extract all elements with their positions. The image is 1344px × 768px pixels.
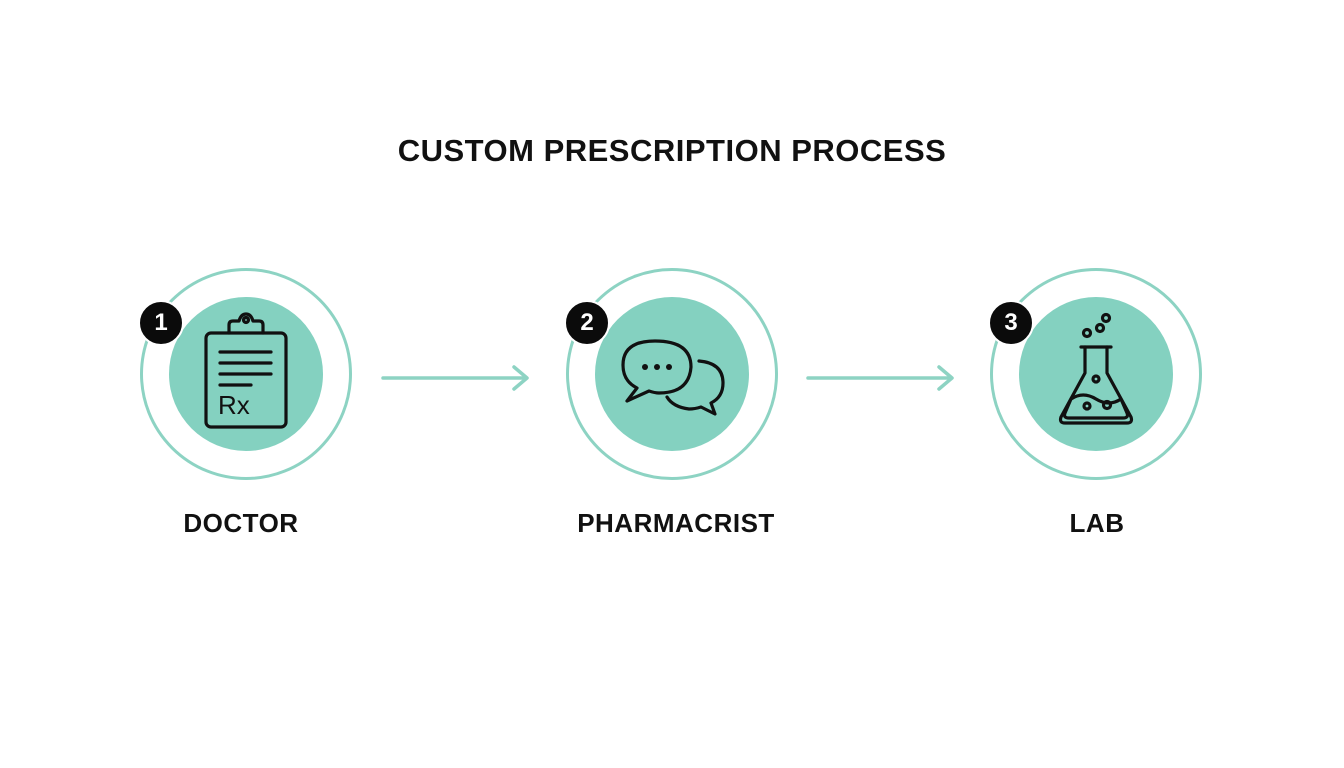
arrow-right-icon <box>381 365 529 391</box>
diagram-title: CUSTOM PRESCRIPTION PROCESS <box>397 133 947 168</box>
arrow-right-icon <box>806 365 954 391</box>
step-label-doctor: DOCTOR <box>183 508 299 538</box>
step-pharmacrist: 2 <box>564 268 778 480</box>
step-lab: 3 <box>988 268 1202 480</box>
rx-symbol: Rx <box>218 390 250 420</box>
step-disc <box>595 297 749 451</box>
flask-icon <box>1058 312 1134 425</box>
chat-bubbles-icon <box>621 339 725 416</box>
step-badge: 1 <box>138 300 184 346</box>
step-disc <box>1019 297 1173 451</box>
prescription-clipboard-icon: Rx <box>204 312 288 429</box>
step-badge: 2 <box>564 300 610 346</box>
step-badge: 3 <box>988 300 1034 346</box>
step-disc: Rx <box>169 297 323 451</box>
step-doctor: Rx 1 <box>138 268 352 480</box>
step-label-lab: LAB <box>1069 508 1125 538</box>
step-label-pharmacrist: PHARMACRIST <box>577 508 775 538</box>
